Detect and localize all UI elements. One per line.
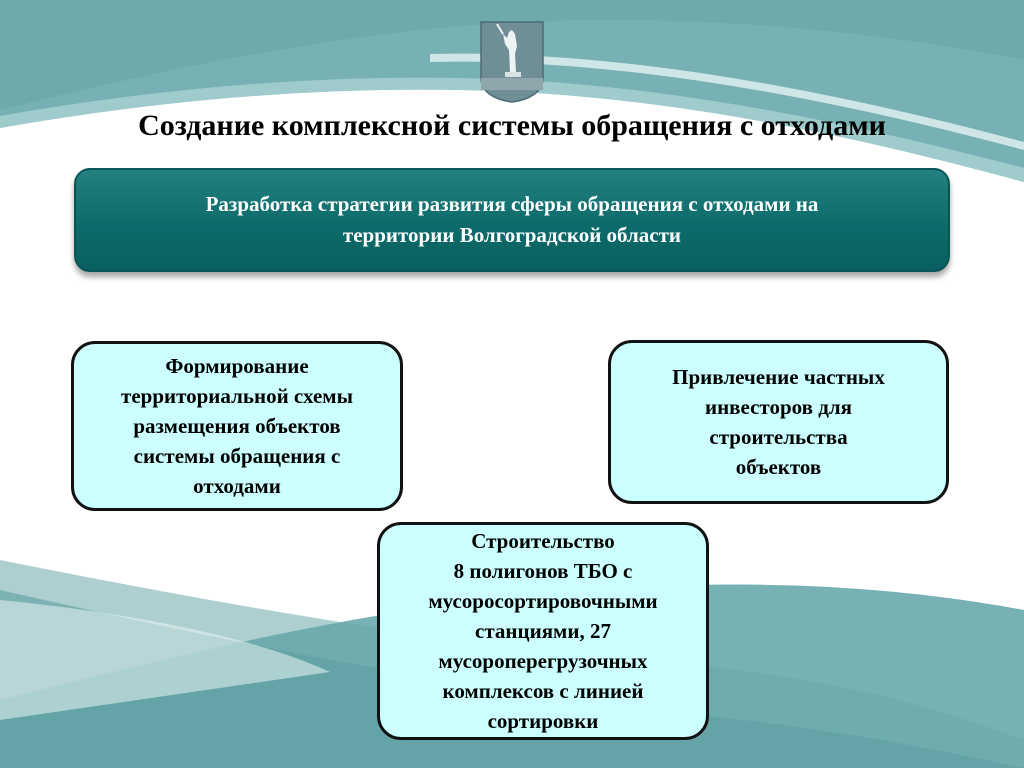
construction-text: Строительство 8 полигонов ТБО с мусоросо… (428, 529, 658, 733)
construction-box: Строительство 8 полигонов ТБО с мусоросо… (377, 522, 709, 740)
territorial-scheme-text: Формирование территориальной схемы разме… (121, 354, 353, 498)
private-investors-text: Привлечение частных инвесторов для строи… (672, 365, 885, 479)
slide-title: Создание комплексной системы обращения с… (138, 109, 886, 142)
private-investors-box: Привлечение частных инвесторов для строи… (608, 340, 949, 504)
territorial-scheme-box: Формирование территориальной схемы разме… (71, 341, 403, 511)
strategy-box: Разработка стратегии развития сферы обра… (74, 168, 950, 272)
strategy-box-text: Разработка стратегии развития сферы обра… (205, 192, 819, 247)
coat-of-arms-icon (480, 21, 544, 103)
